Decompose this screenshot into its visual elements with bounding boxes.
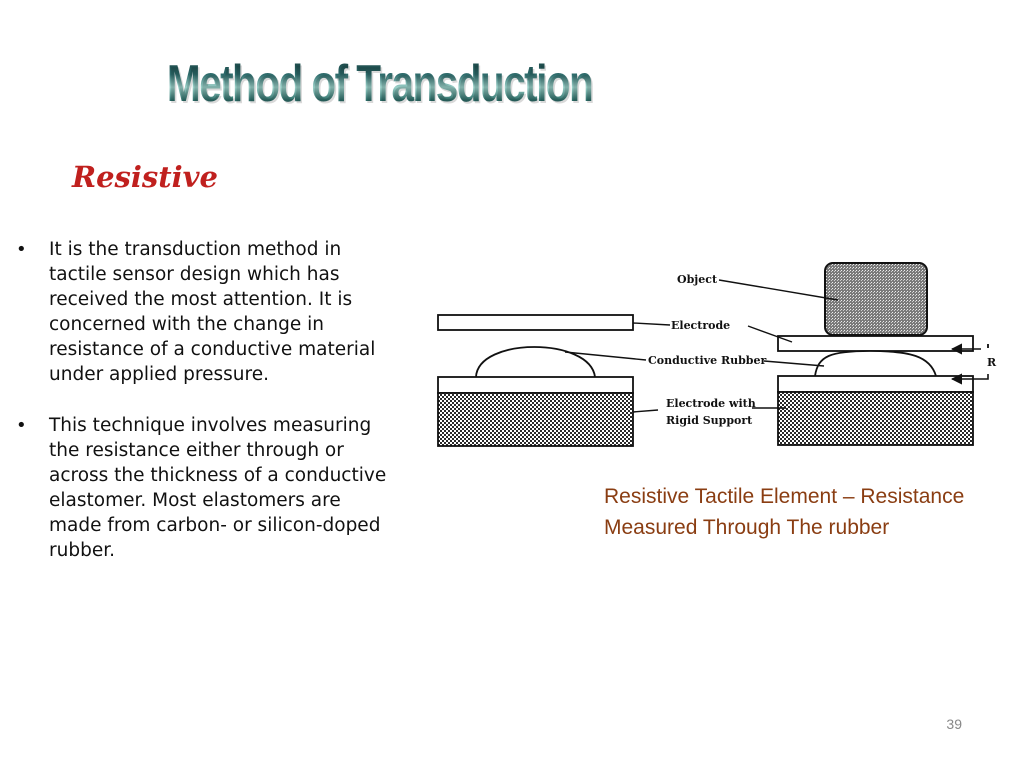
bullet-item: • It is the transduction method in tacti…: [14, 237, 392, 387]
leader-electrode-right: [747, 325, 793, 343]
slide-title: Method of Transduction: [83, 52, 676, 116]
resistive-tactile-element-diagram: R Object Electrode Conductive Rubber Ele…: [437, 262, 1001, 447]
left-conductive-rubber-dome: [475, 346, 596, 378]
bullet-list: • It is the transduction method in tacti…: [14, 237, 392, 589]
label-electrode: Electrode: [671, 319, 730, 332]
leader-rubber-right: [763, 360, 825, 367]
label-rigid-support: Rigid Support: [666, 414, 753, 427]
label-object: Object: [677, 273, 718, 286]
section-subheading: Resistive: [72, 160, 218, 194]
left-top-electrode: [437, 314, 634, 331]
label-conductive-rubber: Conductive Rubber: [648, 354, 766, 367]
right-top-electrode: [777, 335, 974, 352]
object-block: [824, 262, 928, 336]
resistance-label: R: [987, 356, 997, 369]
bullet-text: This technique involves measuring the re…: [49, 415, 387, 561]
right-bottom-electrode: [777, 375, 974, 393]
right-sensor-element: R: [777, 262, 1001, 446]
label-electrode-with: Electrode with: [666, 397, 756, 410]
bullet-text: It is the transduction method in tactile…: [49, 239, 376, 385]
right-rigid-support: [777, 391, 974, 446]
left-bottom-electrode: [437, 376, 634, 394]
bullet-marker: •: [16, 415, 27, 436]
leader-rubber-left: [564, 351, 647, 361]
leader-electrode-left: [632, 322, 671, 326]
resistor-box: [981, 348, 1001, 374]
right-conductive-rubber: [814, 350, 937, 377]
bullet-marker: •: [16, 239, 27, 260]
left-sensor-element: [437, 314, 634, 447]
left-rigid-support: [437, 392, 634, 447]
figure-caption: Resistive Tactile Element – Resistance M…: [604, 485, 965, 539]
resistance-circuit-bottom-lead: [950, 373, 989, 385]
leader-object: [718, 279, 839, 301]
leader-electrode-with-left: [632, 409, 659, 413]
page-number: 39: [946, 716, 962, 732]
bullet-item: • This technique involves measuring the …: [14, 413, 392, 563]
label-leader-lines: [564, 279, 839, 413]
